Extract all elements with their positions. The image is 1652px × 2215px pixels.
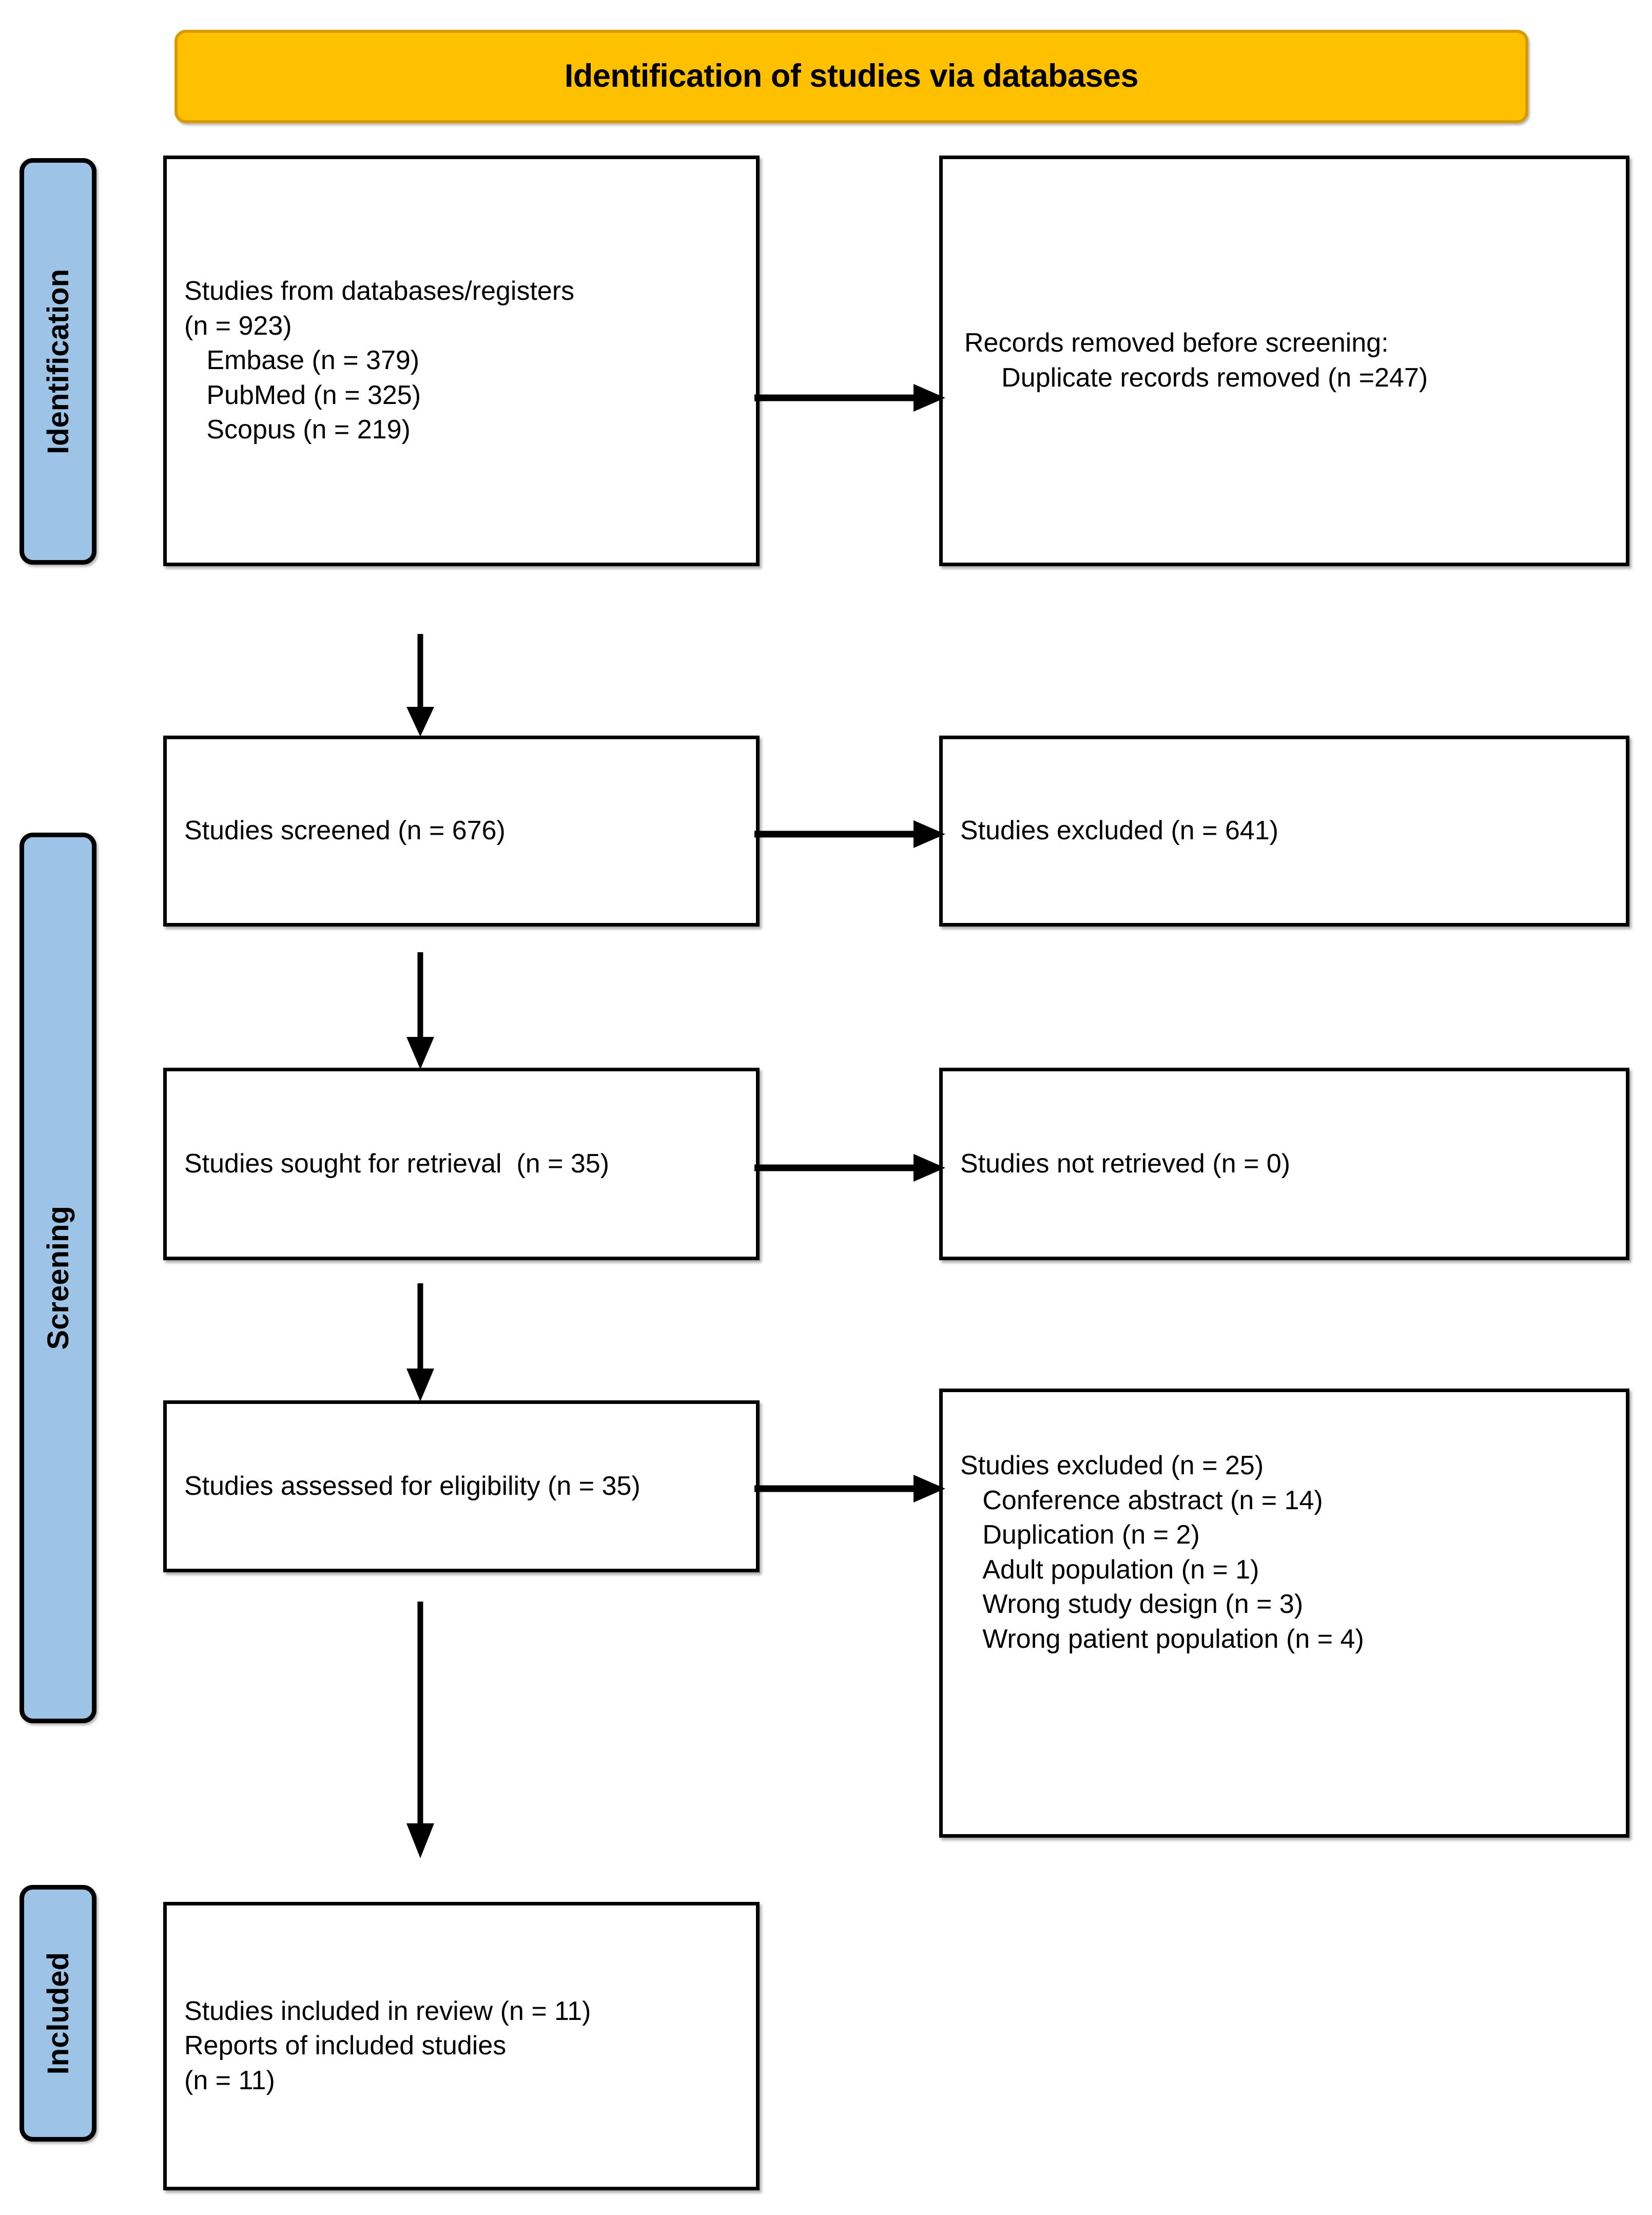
box-studies-sought-retrieval-text: Studies sought for retrieval (n = 35): [184, 1148, 610, 1179]
box-studies-identified: Studies from databases/registers (n = 92…: [163, 156, 760, 566]
box-studies-included: Studies included in review (n = 11) Repo…: [163, 1902, 760, 2190]
arrow-right-eligibility-to-excluded: [754, 1471, 945, 1507]
box-studies-screened: Studies screened (n = 676): [163, 736, 760, 927]
identification-banner: Identification of studies via databases: [174, 30, 1528, 123]
box-studies-screened-text: Studies screened (n = 676): [184, 816, 506, 846]
box-studies-excluded-screening: Studies excluded (n = 641): [939, 736, 1629, 927]
arrow-down-retrieval-to-eligibility: [404, 1283, 436, 1401]
box-studies-included-text: Studies included in review (n = 11) Repo…: [184, 1996, 591, 2095]
box-studies-not-retrieved-text: Studies not retrieved (n = 0): [960, 1148, 1291, 1179]
stage-label-included: Included: [41, 1952, 75, 2075]
stage-label-screening: Screening: [41, 1206, 75, 1350]
box-studies-excluded-eligibility: Studies excluded (n = 25) Conference abs…: [939, 1389, 1629, 1838]
box-studies-not-retrieved: Studies not retrieved (n = 0): [939, 1068, 1629, 1260]
box-studies-excluded-eligibility-text: Studies excluded (n = 25) Conference abs…: [960, 1451, 1364, 1654]
arrow-down-screened-to-retrieval: [404, 952, 436, 1069]
stage-pill-included: Included: [20, 1885, 96, 2142]
arrow-right-screened-to-excluded: [754, 816, 945, 852]
box-studies-sought-retrieval: Studies sought for retrieval (n = 35): [163, 1068, 760, 1260]
box-records-removed-text: Records removed before screening: Duplic…: [964, 328, 1428, 393]
box-studies-excluded-screening-text: Studies excluded (n = 641): [960, 816, 1279, 846]
arrow-down-identified-to-screened: [404, 634, 436, 737]
arrow-right-retrieval-to-not-retrieved: [754, 1150, 945, 1186]
box-records-removed: Records removed before screening: Duplic…: [939, 156, 1629, 566]
banner-title: Identification of studies via databases: [564, 58, 1139, 94]
stage-label-identification: Identification: [41, 268, 75, 454]
stage-pill-screening: Screening: [20, 833, 96, 1723]
box-studies-assessed-eligibility: Studies assessed for eligibility (n = 35…: [163, 1400, 760, 1572]
box-studies-assessed-eligibility-text: Studies assessed for eligibility (n = 35…: [184, 1471, 640, 1501]
stage-pill-identification: Identification: [20, 158, 96, 565]
box-studies-identified-text: Studies from databases/registers (n = 92…: [184, 276, 575, 445]
arrow-down-eligibility-to-included: [404, 1602, 436, 1858]
arrow-right-identified-to-removed: [754, 380, 945, 416]
